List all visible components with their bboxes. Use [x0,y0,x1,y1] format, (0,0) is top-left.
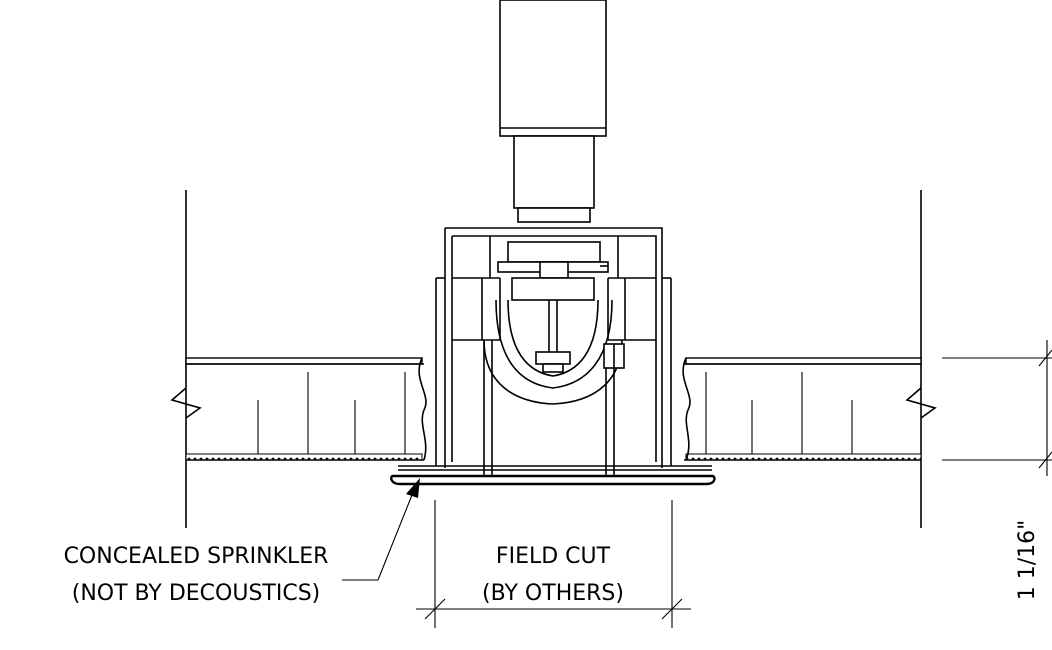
sprinkler-pipe [499,0,607,223]
right-ceiling-panel [682,357,937,461]
callout-text-line2: (NOT BY DECOUSTICS) [72,581,321,606]
support-rods [483,340,615,476]
field-cut-text-line2: (BY OTHERS) [482,581,624,606]
field-cut-dimension: FIELD CUT (BY OTHERS) [416,500,691,628]
thickness-dimension: 1 1/16" [942,340,1052,600]
field-cut-text-line1: FIELD CUT [496,544,611,569]
callout-text-line1: CONCEALED SPRINKLER [64,544,329,569]
sprinkler-callout: CONCEALED SPRINKLER (NOT BY DECOUSTICS) [64,478,420,606]
left-ceiling-panel [170,357,427,461]
sprinkler-housing [435,227,672,468]
cover-plate [390,465,716,486]
thickness-text: 1 1/16" [1015,520,1040,601]
sprinkler-head [483,241,625,405]
